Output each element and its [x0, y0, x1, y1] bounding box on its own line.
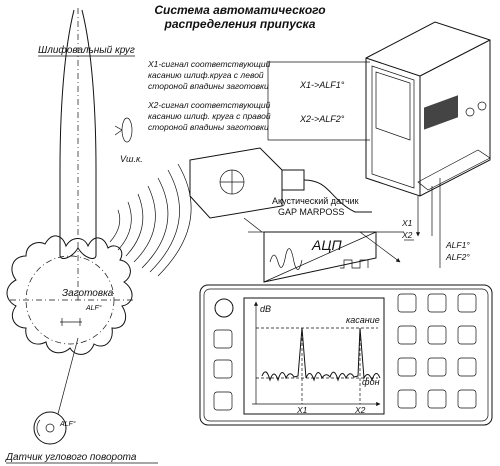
- adc-block: [248, 231, 414, 283]
- out-alf1: ALF1°: [445, 240, 470, 250]
- signal-graph: [252, 301, 381, 407]
- graph-x1-label: X1: [296, 405, 308, 415]
- adc-label: АЦП: [311, 237, 343, 253]
- workpiece-alf: ALF°: [85, 304, 102, 312]
- display-panel: [199, 284, 493, 426]
- controller-keypad: [424, 95, 458, 130]
- angle-sensor-label: Датчик углового поворота: [5, 452, 137, 463]
- angle-sensor: [33, 337, 79, 445]
- graph-bg-label: фон: [362, 377, 380, 387]
- x1-desc-3: стороной впадины заготовки: [148, 81, 269, 91]
- x2-desc-1: X2-сигнал соответствующий: [147, 100, 271, 110]
- signal-descriptions: X1-сигнал соответствующий касанию шлиф.к…: [147, 59, 271, 132]
- workpiece-label: Заготовка: [62, 288, 114, 299]
- x2-desc-2: касанию шлиф. круга с правой: [148, 111, 271, 121]
- out-x1: X1: [401, 218, 413, 228]
- wheel-speed-label: Vш.к.: [120, 154, 143, 164]
- title-line-2: распределения припуска: [164, 17, 316, 31]
- controller-x1: X1->ALF1°: [299, 80, 345, 90]
- workpiece-gear: [6, 235, 135, 355]
- controller-x2: X2->ALF2°: [299, 114, 345, 124]
- grinding-wheel: [59, 8, 97, 300]
- sensor-label-1: Акустический датчик: [272, 196, 359, 206]
- sound-waves: [109, 163, 192, 277]
- sensor-label: Акустический датчик GAP MARPOSS: [272, 196, 359, 217]
- grinding-wheel-label: Шлифовальный круг: [38, 44, 135, 56]
- panel-buttons-right: [397, 293, 477, 409]
- x1-desc-1: X1-сигнал соответствующий: [147, 59, 271, 69]
- sensor-label-2: GAP MARPOSS: [278, 207, 344, 217]
- controller-device: [365, 21, 491, 197]
- title-line-1: Система автоматического: [154, 3, 325, 17]
- x2-desc-3: стороной впадины заготовки: [148, 122, 269, 132]
- angle-sensor-alf: ALF°: [59, 420, 76, 428]
- x1-desc-2: касанию шлиф.круга с левой: [148, 70, 264, 80]
- graph-touch-label: касание: [346, 315, 380, 325]
- out-alf2: ALF2°: [445, 252, 470, 262]
- graph-x2-label: X2: [354, 405, 366, 415]
- out-x2: X2: [401, 230, 413, 240]
- controller-mapping-box: X1->ALF1° X2->ALF2°: [267, 61, 370, 141]
- graph-db-label: dB: [260, 304, 271, 314]
- rotation-arrow-icon: [114, 117, 133, 143]
